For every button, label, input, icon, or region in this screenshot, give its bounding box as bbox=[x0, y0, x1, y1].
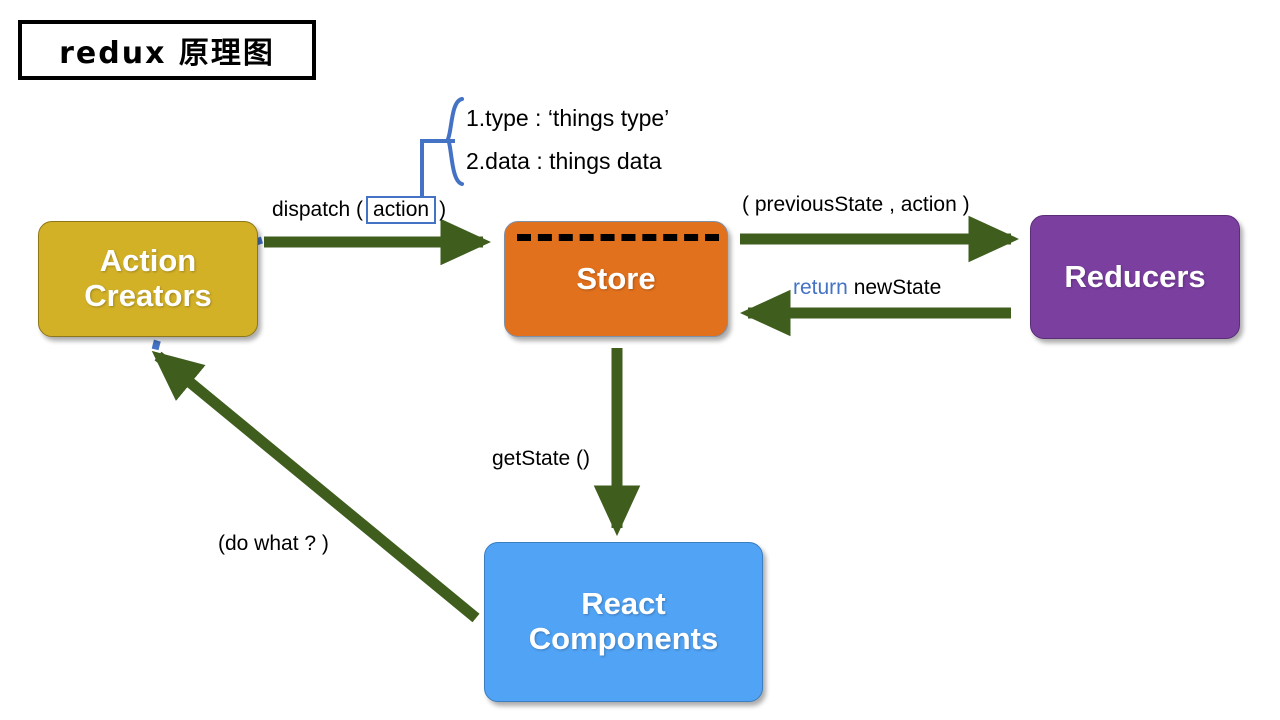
action-chip[interactable]: action bbox=[366, 196, 437, 224]
return-keyword: return bbox=[793, 276, 848, 299]
edge-label-get-state: getState () bbox=[492, 447, 591, 470]
edge-label-dispatch: dispatch ( action ) bbox=[272, 196, 446, 224]
store-dashed-divider bbox=[517, 234, 719, 241]
node-reducers[interactable]: Reducers bbox=[1030, 215, 1240, 339]
node-store-label: Store bbox=[576, 260, 656, 296]
node-react-components[interactable]: React Components bbox=[484, 542, 763, 702]
annotation-brace bbox=[446, 97, 464, 186]
node-reducers-label: Reducers bbox=[1064, 258, 1206, 294]
annotation-line-type: 1.type : ‘things type’ bbox=[466, 105, 670, 131]
annotation-line-data: 2.data : things data bbox=[466, 148, 662, 174]
page-title: redux 原理图 bbox=[59, 36, 275, 71]
dispatch-prefix: dispatch ( bbox=[272, 198, 364, 221]
edge-label-do-what: (do what ? ) bbox=[218, 532, 329, 555]
node-action-creators[interactable]: Action Creators bbox=[38, 221, 258, 337]
return-value: newState bbox=[847, 276, 942, 299]
diagram-title-box: redux 原理图 bbox=[18, 20, 316, 80]
edge-label-return-newstate: return newState bbox=[793, 276, 941, 300]
dispatch-suffix: ) bbox=[439, 198, 447, 221]
node-react-components-label: React Components bbox=[528, 586, 719, 656]
node-action-creators-label: Action Creators bbox=[84, 243, 212, 313]
edge-label-previous-state: ( previousState , action ) bbox=[742, 193, 970, 216]
arrow-do-what bbox=[151, 350, 480, 623]
annotation-connector bbox=[420, 139, 455, 198]
